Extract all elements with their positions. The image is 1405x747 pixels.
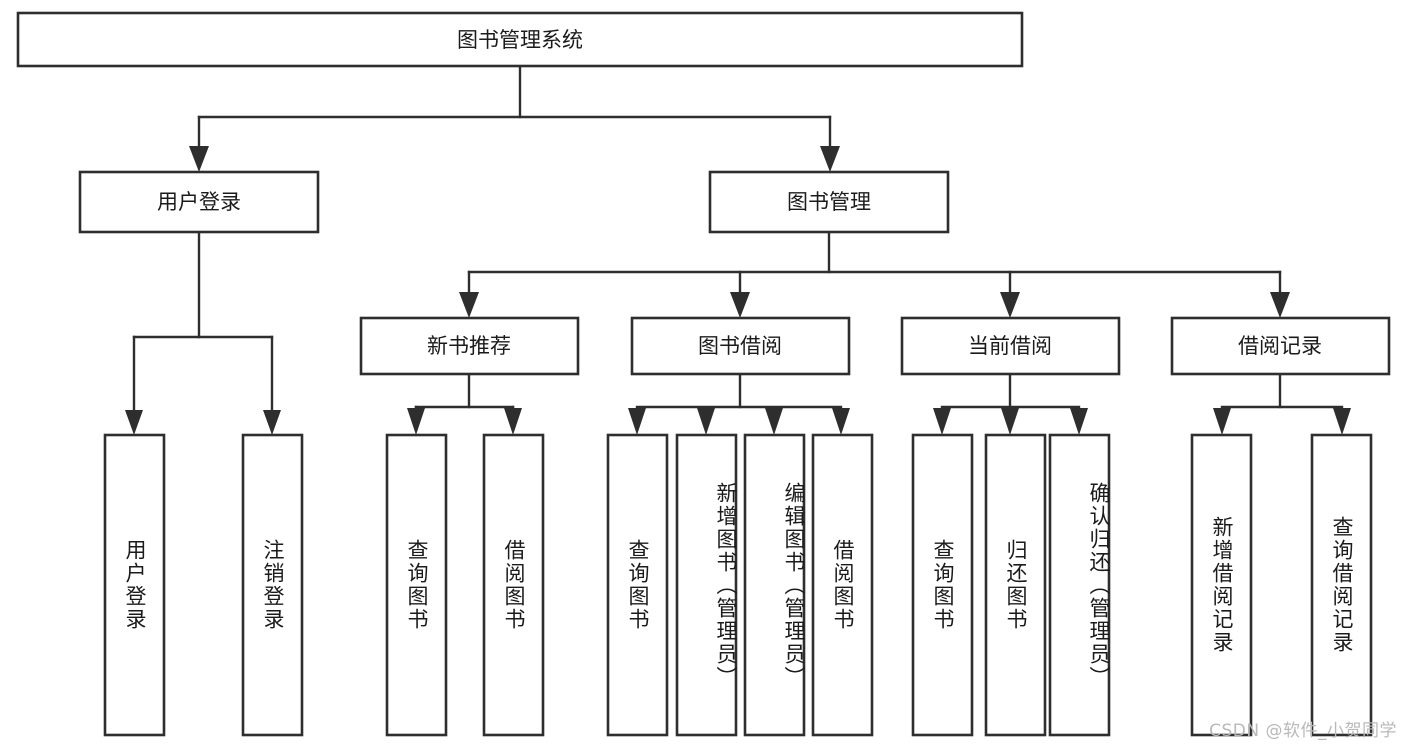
- node-borrow-record-label: 借阅记录: [1238, 334, 1322, 358]
- node-book-manage[interactable]: 图书管理: [708, 170, 950, 234]
- node-borrow-record[interactable]: 借阅记录: [1170, 316, 1391, 376]
- connector-group-current-borrow: [933, 372, 1088, 435]
- arrow-head-borrow-record: [1270, 292, 1290, 318]
- node-user-login[interactable]: 用户登录: [78, 170, 320, 234]
- node-leaf-borrow-book-2-rect[interactable]: [811, 433, 874, 737]
- connector-group-root: [189, 64, 840, 172]
- node-leaf-logout-login-rect[interactable]: [241, 433, 304, 737]
- arrow-head-new-book-recommend: [459, 292, 479, 318]
- connector-group-book-manage: [459, 230, 1290, 318]
- arrow-head-leaf-logout-login: [263, 410, 281, 435]
- node-root-rect[interactable]: [16, 11, 1024, 68]
- node-leaf-query-book-1-rect[interactable]: [385, 433, 448, 737]
- arrow-head-user-login: [189, 146, 209, 172]
- leaf-rects: [103, 433, 1373, 737]
- node-current-borrow[interactable]: 当前借阅: [900, 316, 1121, 376]
- arrow-head-leaf-query-book-2: [628, 408, 646, 435]
- arrow-head-leaf-add-book: [697, 408, 715, 435]
- node-current-borrow-label: 当前借阅: [968, 334, 1052, 358]
- arrow-head-leaf-confirm-return: [1070, 408, 1088, 435]
- arrow-head-book-manage: [820, 146, 840, 172]
- arrow-head-current-borrow: [1000, 292, 1020, 318]
- node-leaf-add-book-rect[interactable]: [675, 433, 738, 737]
- connector-group-new-book-recommend: [407, 372, 522, 435]
- node-user-login-rect[interactable]: [78, 170, 320, 234]
- node-leaf-query-book-2-rect[interactable]: [606, 433, 669, 737]
- node-root[interactable]: 图书管理系统: [16, 11, 1024, 68]
- node-leaf-query-book-3-rect[interactable]: [911, 433, 974, 737]
- node-new-book-recommend-rect[interactable]: [359, 316, 580, 376]
- node-leaf-add-record-rect[interactable]: [1190, 433, 1253, 737]
- node-book-borrow[interactable]: 图书借阅: [630, 316, 851, 376]
- connector-group-book-borrow: [628, 372, 850, 435]
- node-leaf-confirm-return-rect[interactable]: [1048, 433, 1111, 737]
- connector-group-borrow-record: [1213, 372, 1351, 435]
- node-book-borrow-rect[interactable]: [630, 316, 851, 376]
- arrow-head-leaf-query-book-3: [933, 408, 951, 435]
- node-current-borrow-rect[interactable]: [900, 316, 1121, 376]
- node-user-login-label: 用户登录: [157, 190, 241, 214]
- arrow-head-leaf-borrow-book-2: [832, 408, 850, 435]
- node-book-borrow-label: 图书借阅: [698, 334, 782, 358]
- node-book-manage-rect[interactable]: [708, 170, 950, 234]
- node-leaf-return-book-rect[interactable]: [984, 433, 1047, 737]
- connector-group-user-login: [125, 230, 281, 435]
- arrow-head-leaf-add-record: [1213, 408, 1231, 435]
- arrow-head-leaf-user-login: [125, 410, 143, 435]
- node-leaf-user-login-rect[interactable]: [103, 433, 166, 737]
- arrow-head-leaf-query-record: [1333, 408, 1351, 435]
- arrow-head-leaf-edit-book: [765, 408, 783, 435]
- node-borrow-record-rect[interactable]: [1170, 316, 1391, 376]
- csdn-watermark: CSDN @软件_小贺同学: [1209, 721, 1397, 741]
- node-book-manage-label: 图书管理: [787, 190, 871, 214]
- node-new-book-recommend-label: 新书推荐: [427, 334, 511, 358]
- arrow-head-book-borrow: [730, 292, 750, 318]
- node-new-book-recommend[interactable]: 新书推荐: [359, 316, 580, 376]
- arrow-head-leaf-return-book: [1001, 408, 1019, 435]
- node-leaf-borrow-book-1-rect[interactable]: [482, 433, 545, 737]
- node-root-label: 图书管理系统: [457, 28, 583, 52]
- node-leaf-edit-book-rect[interactable]: [743, 433, 806, 737]
- arrow-head-leaf-query-book-1: [407, 408, 425, 435]
- node-leaf-query-record-rect[interactable]: [1310, 433, 1373, 737]
- arrow-head-leaf-borrow-book-1: [504, 408, 522, 435]
